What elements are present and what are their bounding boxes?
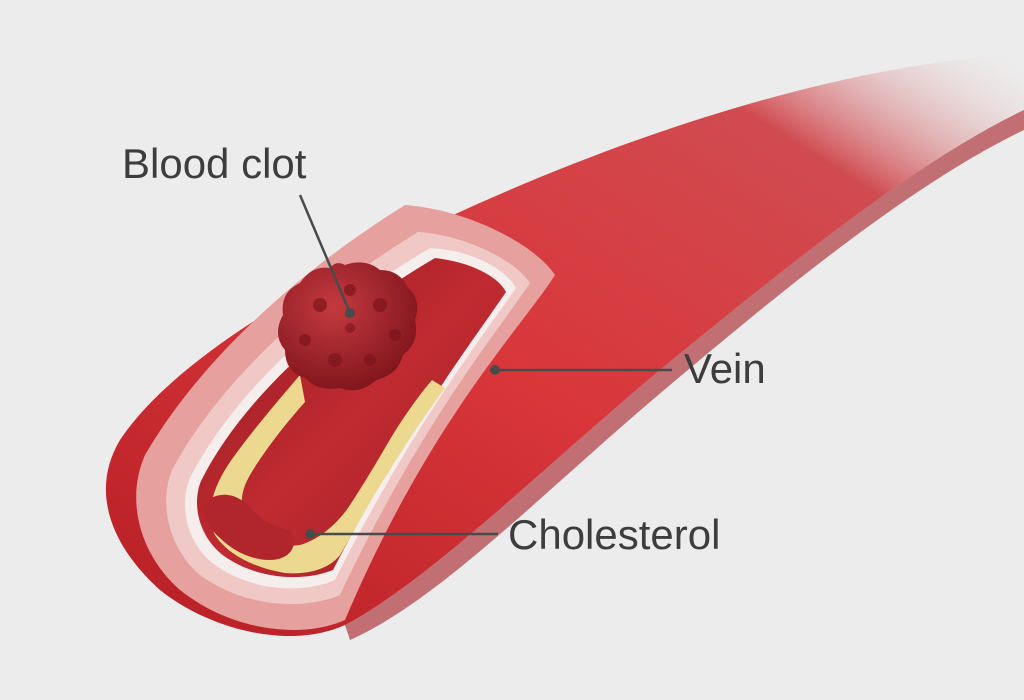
vein-label: Vein	[684, 345, 766, 392]
cholesterol-label: Cholesterol	[508, 511, 721, 558]
cholesterol-leader	[305, 529, 498, 539]
blood-clot-leader	[298, 194, 355, 318]
cholesterol-deposit	[210, 375, 445, 574]
blood-clot	[277, 262, 418, 391]
plaque-lumen-blotch	[204, 494, 294, 560]
blood-clot-label: Blood clot	[122, 140, 307, 187]
vein-lumen	[196, 258, 506, 578]
vein-leader	[490, 365, 672, 375]
vein-underside-shading	[345, 110, 1024, 640]
